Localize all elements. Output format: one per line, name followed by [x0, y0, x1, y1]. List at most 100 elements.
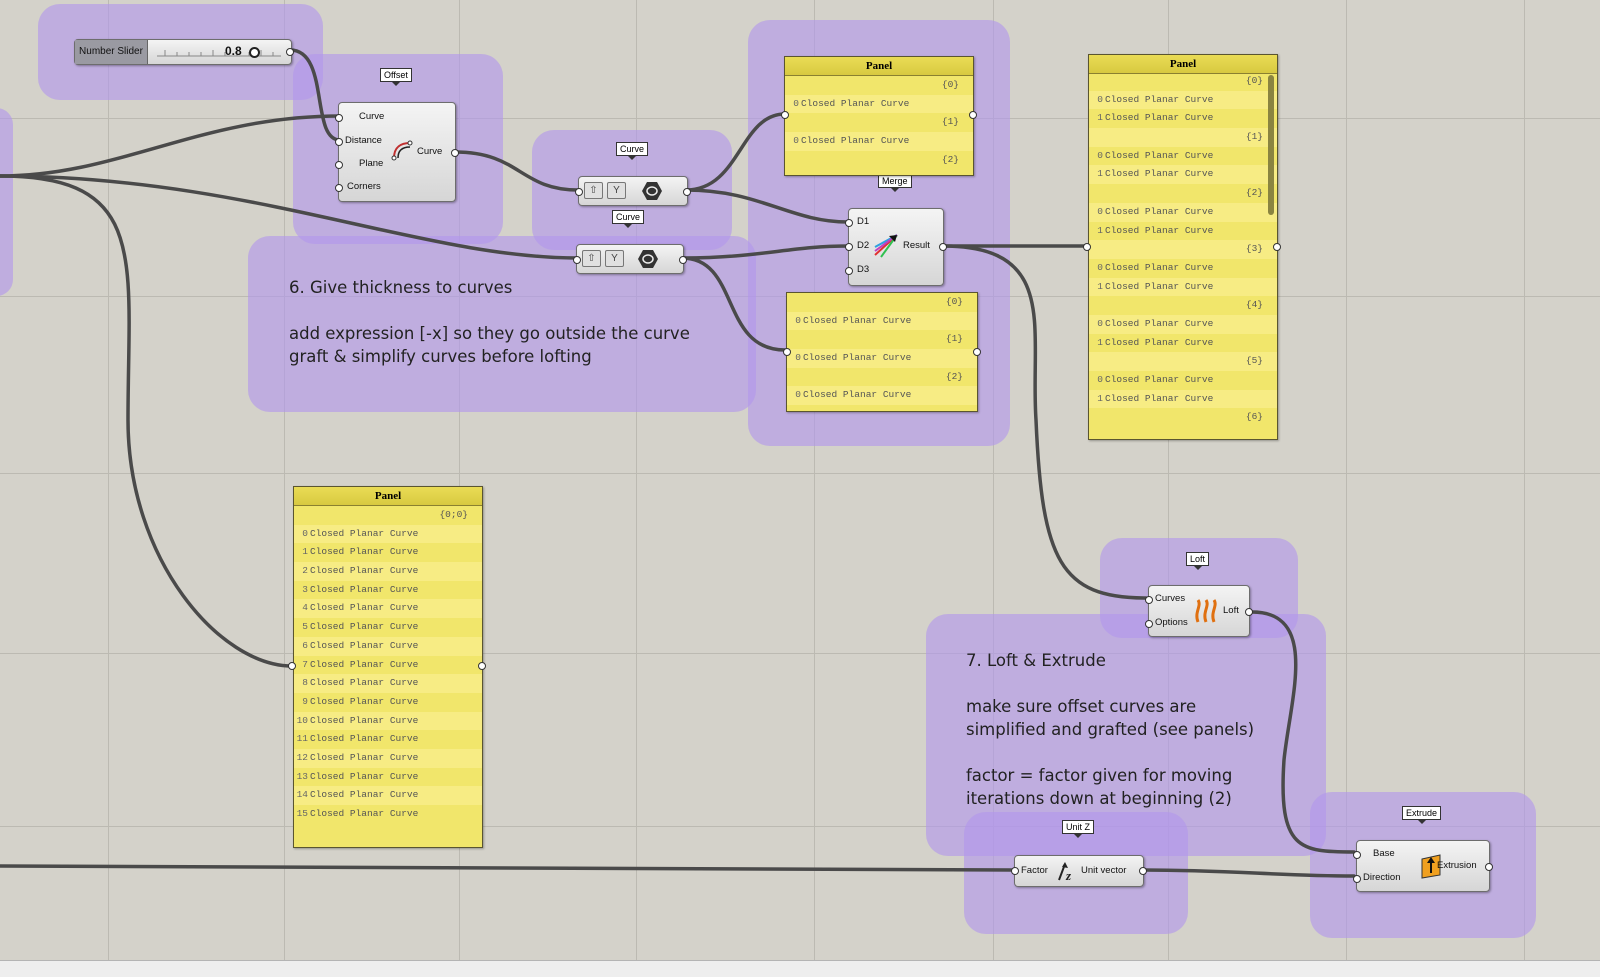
grid-line: [108, 0, 109, 976]
extrude-output-port[interactable]: [1485, 863, 1493, 871]
extrude-icon: [1421, 854, 1441, 879]
grid-line: [636, 0, 637, 976]
panel-output-port[interactable]: [969, 111, 977, 119]
merge-input-port[interactable]: [845, 219, 853, 227]
simplify-icon[interactable]: Y: [607, 182, 626, 199]
panel-branch-path: {1}: [785, 113, 973, 132]
merge-input-d3: D3: [857, 264, 870, 275]
curve-param-output-port[interactable]: [679, 256, 687, 264]
offset-input-distance: Distance: [345, 135, 382, 146]
offset-input-port[interactable]: [335, 161, 343, 169]
number-slider[interactable]: Number Slider 0.8: [74, 39, 294, 65]
item-text: Closed Planar Curve: [1105, 168, 1214, 180]
note-line: simplified and grafted (see panels): [966, 720, 1255, 739]
curve-param-input-port[interactable]: [575, 188, 583, 196]
loft-output-loft: Loft: [1223, 605, 1239, 616]
simplify-icon[interactable]: Y: [605, 250, 624, 267]
unitz-input-port[interactable]: [1011, 867, 1019, 875]
curve-param-input-port[interactable]: [573, 256, 581, 264]
offset-input-port[interactable]: [335, 184, 343, 192]
extrude-input-port[interactable]: [1353, 851, 1361, 859]
note-line: add expression [-x] so they go outside t…: [289, 324, 690, 343]
panel-output-port[interactable]: [1273, 243, 1281, 251]
merge-input-d1: D1: [857, 216, 870, 227]
item-text: Closed Planar Curve: [1105, 261, 1214, 273]
panel-branch-path: {2}: [785, 151, 973, 170]
item-text: Closed Planar Curve: [310, 546, 419, 558]
branch-label: {3}: [1245, 243, 1263, 255]
extrude-input-port[interactable]: [1353, 875, 1361, 883]
slider-track[interactable]: [155, 40, 285, 64]
branch-label: {1}: [941, 116, 959, 128]
item-text: Closed Planar Curve: [310, 583, 419, 595]
extrude-tag: Extrude: [1402, 806, 1442, 824]
unitz-tag: Unit Z: [1062, 820, 1095, 838]
graft-icon[interactable]: ⇧: [584, 182, 603, 199]
offset-input-port[interactable]: [335, 114, 343, 122]
merge-input-port[interactable]: [845, 243, 853, 251]
item-text: Closed Planar Curve: [310, 565, 419, 577]
graft-icon[interactable]: ⇧: [582, 250, 601, 267]
loft-input-port[interactable]: [1145, 596, 1153, 604]
item-text: Closed Planar Curve: [803, 389, 912, 401]
loft-input-port[interactable]: [1145, 620, 1153, 628]
merge-output-port[interactable]: [939, 243, 947, 251]
unitz-component[interactable]: Factor z Unit vector: [1011, 855, 1147, 887]
item-index: 0: [795, 389, 801, 401]
branch-label: {0}: [1245, 75, 1263, 86]
panel-title: Panel: [294, 487, 482, 506]
item-text: Closed Planar Curve: [803, 314, 912, 326]
item-index: 0: [1097, 317, 1103, 329]
panel-input-port[interactable]: [783, 348, 791, 356]
slider-label: Number Slider: [75, 40, 148, 64]
curve-parameter-2[interactable]: ⇧ Y: [573, 244, 687, 274]
merge-component[interactable]: D1 D2 D3 Result: [845, 208, 947, 286]
item-text: Closed Planar Curve: [310, 714, 419, 726]
item-index: 12: [296, 751, 308, 763]
curve-parameter-1[interactable]: ⇧ Y: [575, 176, 691, 206]
slider-output-port[interactable]: [286, 48, 294, 56]
offset-output-port[interactable]: [451, 149, 459, 157]
panel-output-port[interactable]: [973, 348, 981, 356]
panel-input-port[interactable]: [288, 662, 296, 670]
panel-output-port[interactable]: [478, 662, 486, 670]
item-text: Closed Planar Curve: [1105, 317, 1214, 329]
grid-line: [0, 826, 1600, 827]
panel-input-port[interactable]: [781, 111, 789, 119]
item-text: Closed Planar Curve: [310, 639, 419, 651]
panel-branch-path: {0}: [785, 76, 973, 95]
extrude-component[interactable]: Base Direction Extrusion: [1353, 840, 1493, 892]
note-line: factor = factor given for moving: [966, 766, 1233, 785]
panel-input-port[interactable]: [1083, 243, 1091, 251]
loft-output-port[interactable]: [1245, 608, 1253, 616]
panel-scrollbar[interactable]: [1268, 75, 1274, 215]
merge-input-port[interactable]: [845, 267, 853, 275]
branch-label: {5}: [1245, 355, 1263, 367]
curve-param-output-port[interactable]: [683, 188, 691, 196]
wire-unitz-extrude: [1141, 868, 1356, 878]
curve-param-icon: [642, 182, 662, 200]
grid-line: [1524, 0, 1525, 976]
note-line: make sure offset curves are: [966, 697, 1197, 716]
offset-input-port[interactable]: [335, 138, 343, 146]
loft-component[interactable]: Curves Options Loft: [1145, 585, 1253, 637]
merge-icon: [874, 234, 898, 258]
wire-curve2-panel: [680, 256, 787, 352]
slider-grip[interactable]: [249, 47, 260, 58]
item-index: 0: [302, 527, 308, 539]
offset-component[interactable]: Curve Distance Plane Corners Curve: [335, 102, 459, 202]
unitz-output-port[interactable]: [1139, 867, 1147, 875]
